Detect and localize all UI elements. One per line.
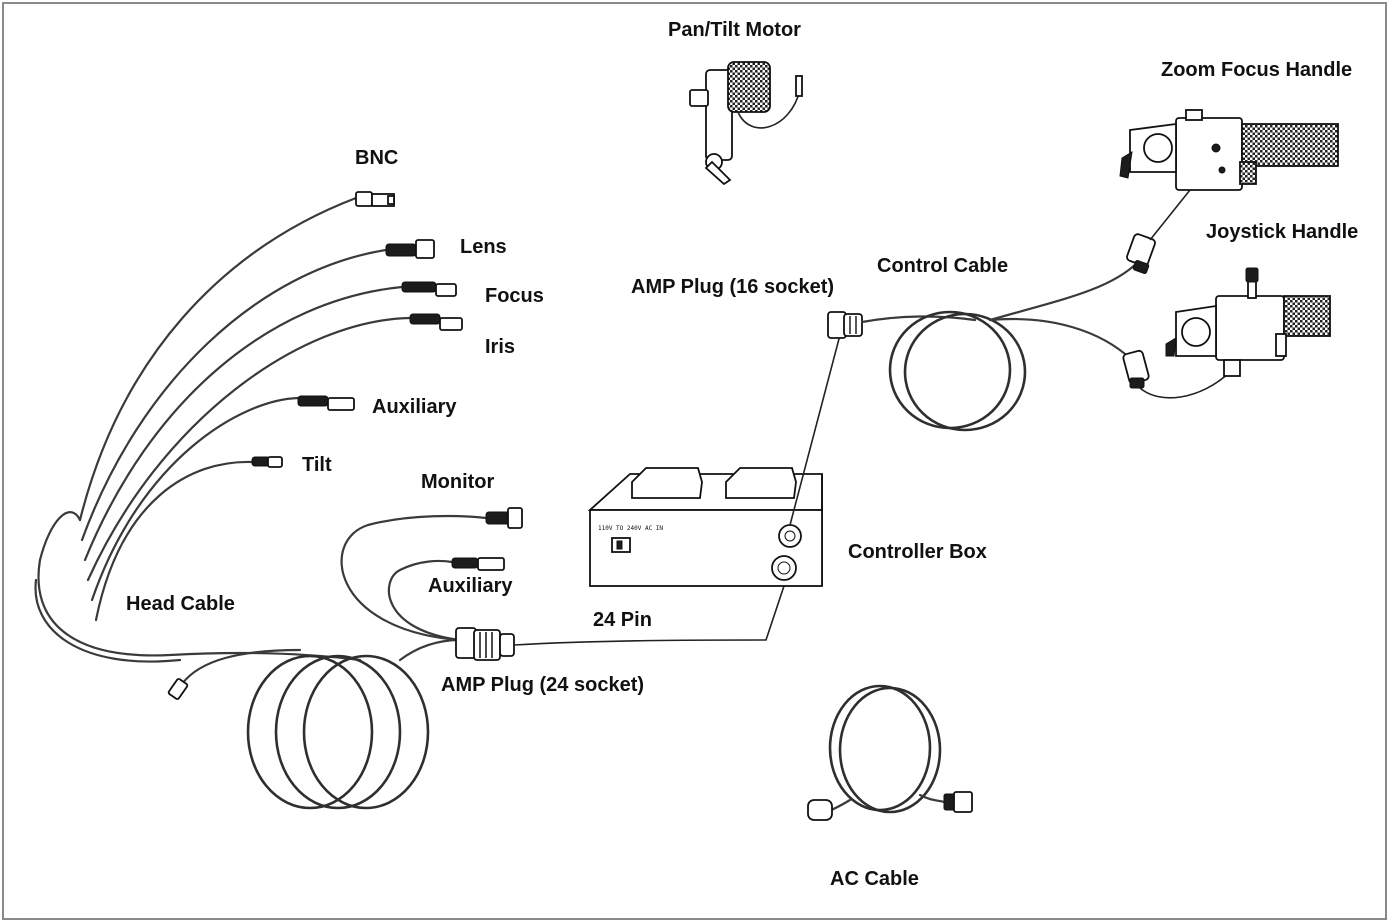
monitor-connector-icon [485, 507, 523, 529]
amp-plug-16-icon [827, 311, 863, 339]
controller-panel-text: 110V TO 240V AC IN [598, 525, 663, 532]
label-focus: Focus [485, 285, 544, 307]
auxiliary-connector-icon [297, 395, 355, 411]
label-head-cable: Head Cable [126, 593, 235, 615]
label-zoom-focus-handle: Zoom Focus Handle [1161, 59, 1353, 81]
label-control-cable: Control Cable [877, 255, 1009, 277]
amp-plug-24-icon [455, 627, 515, 661]
head-cable-coil-icon [246, 638, 462, 810]
joystick-handle-icon [1165, 267, 1331, 377]
iris-connector-icon [409, 313, 463, 331]
label-24-pin: 24 Pin [593, 609, 652, 631]
tilt-connector-icon [251, 456, 283, 468]
label-ac-cable: AC Cable [830, 868, 919, 890]
monitor-auxiliary-leads [340, 514, 488, 642]
joystick-cable-connector-icon [1122, 349, 1231, 399]
label-lens: Lens [460, 236, 507, 258]
label-amp-plug-24: AMP Plug (24 socket) [441, 674, 645, 696]
ac-cable-coil-icon [807, 684, 973, 821]
label-joystick-handle: Joystick Handle [1206, 221, 1359, 243]
label-monitor: Monitor [421, 471, 495, 493]
zoom-cable-connector-icon [1126, 189, 1191, 275]
auxiliary-bottom-connector-icon [451, 557, 505, 571]
label-iris: Iris [485, 336, 516, 358]
label-amp-plug-16: AMP Plug (16 socket) [631, 276, 835, 298]
control-cable-coil-icon [860, 260, 1140, 432]
label-pan-tilt-motor: Pan/Tilt Motor [668, 19, 801, 41]
label-bnc: BNC [355, 147, 399, 169]
label-tilt: Tilt [302, 454, 332, 476]
pan-tilt-motor-icon [689, 61, 803, 186]
head-cable-breakout [34, 196, 412, 686]
zoom-focus-handle-icon [1119, 109, 1339, 191]
bnc-connector-icon [355, 191, 395, 207]
label-auxiliary-top: Auxiliary [372, 396, 457, 418]
focus-connector-icon [401, 281, 457, 297]
stub-connector-icon [167, 678, 189, 700]
label-controller-box: Controller Box [848, 541, 987, 563]
label-auxiliary-bottom: Auxiliary [428, 575, 513, 597]
lens-connector-icon [385, 239, 435, 259]
controller-box-icon: 110V TO 240V AC IN [587, 467, 823, 587]
